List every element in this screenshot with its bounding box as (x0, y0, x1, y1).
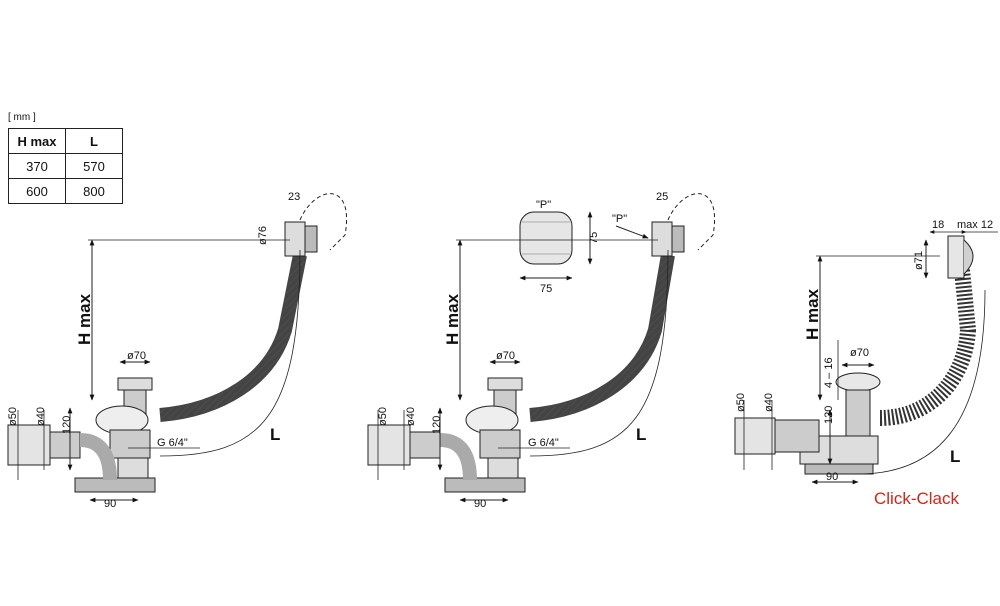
fig3-d-outlet: ø71 (913, 251, 925, 270)
fig3-caption: Click-Clack (874, 489, 960, 508)
fig3-length: L (950, 447, 960, 466)
fig2-overflow-depth: 25 (656, 191, 668, 203)
unit-label: [ mm ] (8, 112, 36, 123)
fig2-height: 120 (431, 416, 443, 434)
fig2-length: L (636, 425, 646, 444)
table-cell: 800 (65, 178, 123, 204)
fig1-height: 120 (61, 416, 73, 434)
fig2-p-label: "P" (612, 213, 627, 225)
outlet-pipe (734, 417, 776, 455)
dimension-table: H max L 370 570 600 800 (8, 128, 123, 204)
fig1-d-pipe40: ø40 (35, 407, 47, 426)
drain-plug (117, 377, 153, 391)
fig1-d-waste: ø70 (127, 350, 146, 362)
fig2-d-waste: ø70 (496, 350, 515, 362)
overflow-head (651, 221, 673, 257)
fig3-d-pipe40: ø40 (763, 393, 775, 412)
fig2-handle-height: 75 (588, 232, 600, 244)
fig2-width: 90 (474, 498, 486, 510)
table-row: 370 570 (8, 153, 123, 179)
fig3-width: 90 (826, 471, 838, 483)
fig3-overflow-max: max 12 (957, 219, 993, 231)
figure-2 (367, 193, 716, 503)
fig2-d-pipe50: ø50 (377, 407, 389, 426)
fig3-overflow-depth: 18 (932, 219, 944, 231)
table-header-row: H max L (8, 128, 123, 154)
drain-plug (487, 377, 523, 391)
fig3-range: 4 – 16 (823, 357, 835, 388)
corrugated-hose (879, 269, 977, 426)
fig2-handle-label: "P" (536, 199, 551, 211)
figure-3 (734, 230, 998, 485)
fig2-d-pipe40: ø40 (405, 407, 417, 426)
overflow-head (947, 235, 965, 279)
col-h-max: H max (8, 128, 66, 154)
outlet-pipe (367, 424, 411, 466)
fig1-d-pipe50: ø50 (7, 407, 19, 426)
fig1-overflow-depth: 23 (288, 191, 300, 203)
table-cell: 600 (8, 178, 66, 204)
chain-guide (299, 193, 348, 251)
fig3-d-pipe50: ø50 (735, 393, 747, 412)
table-cell: 370 (8, 153, 66, 179)
outlet-pipe (7, 424, 51, 466)
fig3-h-max: H max (803, 288, 822, 340)
fig1-width: 90 (104, 498, 116, 510)
fig1-h-max: H max (75, 293, 94, 345)
chain-guide (667, 193, 716, 251)
fig2-h-max: H max (443, 293, 462, 345)
table-cell: 570 (65, 153, 123, 179)
fig1-thread: G 6/4" (157, 437, 188, 449)
fig1-length: L (270, 425, 280, 444)
fig2-handle-width: 75 (540, 283, 552, 295)
p-handle (519, 211, 573, 265)
figure-1 (7, 193, 348, 503)
overflow-head (284, 221, 306, 257)
click-clack-plug (835, 372, 881, 392)
fig3-height: 120 (823, 406, 835, 424)
fig2-thread: G 6/4" (528, 437, 559, 449)
table-row: 600 800 (8, 178, 123, 204)
fig1-d-outlet: ø76 (257, 226, 269, 245)
fig3-d-waste: ø70 (850, 347, 869, 359)
